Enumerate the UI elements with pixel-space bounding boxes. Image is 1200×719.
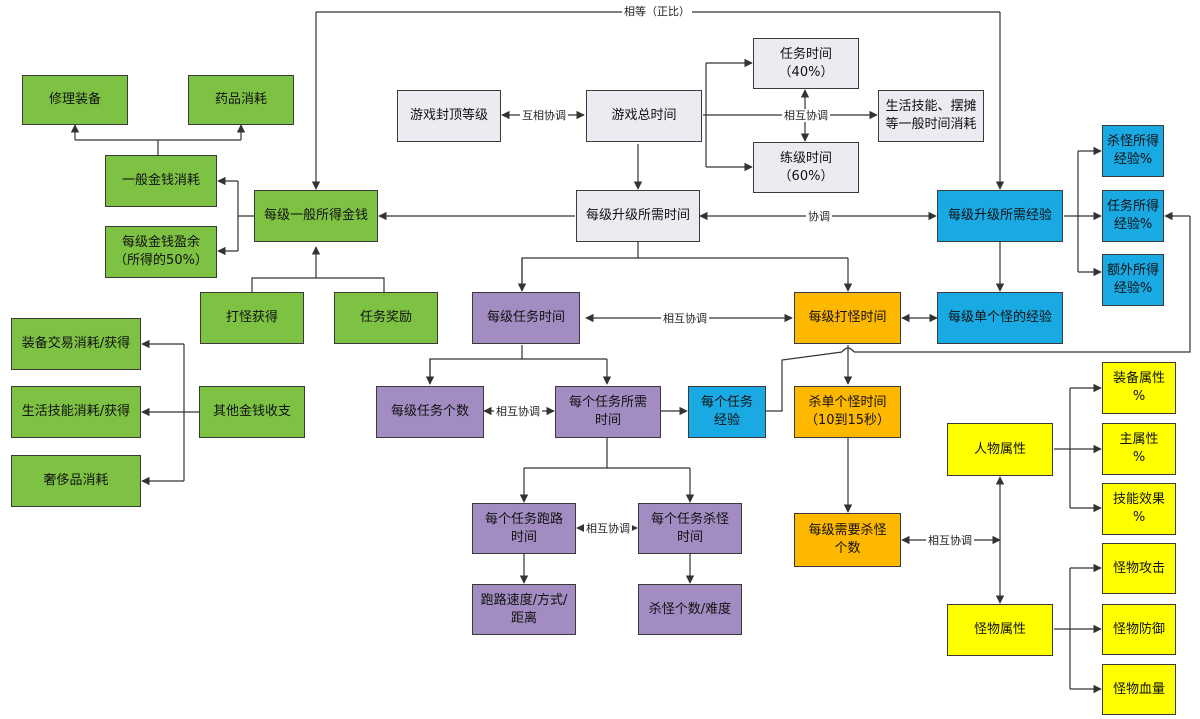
node-level-money: 每级一般所得金钱 [254,190,378,242]
node-level-kill-time: 每级打怪时间 [794,292,901,344]
node-level-cap: 游戏封顶等级 [397,90,501,142]
node-per-quest-time: 每个任务所需 时间 [555,386,661,438]
node-equip-trade: 装备交易消耗/获得 [11,318,141,370]
node-other-money: 其他金钱收支 [199,386,305,438]
node-level-up-exp: 每级升级所需经验 [937,190,1063,242]
node-luxury: 奢侈品消耗 [11,455,141,507]
label-mutual-time: 相互协调 [782,109,830,122]
label-mutual-levels: 相互协调 [661,312,709,325]
node-kill-gain: 打怪获得 [200,292,304,344]
node-equip-attr: 装备属性 % [1102,362,1176,414]
node-level-quest-time: 每级任务时间 [472,292,580,344]
node-quest-count: 每级任务个数 [376,386,484,438]
node-monster-hp: 怪物血量 [1102,664,1176,715]
node-quest-run-time: 每个任务跑路 时间 [472,503,576,554]
node-char-attr: 人物属性 [947,423,1053,476]
node-repair-equipment: 修理装备 [22,75,128,125]
node-single-monster-exp: 每级单个怪的经验 [937,292,1063,344]
node-single-kill-time: 杀单个怪时间 （10到15秒） [794,386,901,438]
node-exp-kill: 杀怪所得 经验% [1102,125,1164,177]
node-quest-kill-time: 每个任务杀怪 时间 [638,503,742,554]
node-life-skill-money: 生活技能消耗/获得 [11,386,141,438]
label-mutual-quest: 相互协调 [494,405,542,418]
node-monster-defense: 怪物防御 [1102,604,1176,655]
label-coord: 协调 [806,210,832,223]
label-equal: 相等（正比） [622,5,692,18]
node-exp-extra: 额外所得 经验% [1102,254,1164,306]
node-quest-time: 任务时间 （40%） [753,38,859,89]
label-mutual-run: 相互协调 [584,522,632,535]
node-quest-reward: 任务奖励 [334,292,438,344]
node-per-quest-exp: 每个任务 经验 [688,386,766,438]
node-general-spend: 一般金钱消耗 [105,155,217,207]
node-monster-attack: 怪物攻击 [1102,543,1176,594]
node-total-time: 游戏总时间 [586,90,702,142]
node-run-speed: 跑路速度/方式/ 距离 [472,584,576,635]
node-life-misc-time: 生活技能、摆摊 等一般时间消耗 [878,90,984,142]
node-level-up-time: 每级升级所需时间 [576,190,700,242]
node-potion-cost: 药品消耗 [188,75,294,125]
label-mutual-cap: 互相协调 [520,109,568,122]
label-mutual-monster: 相互协调 [926,534,974,547]
node-main-attr: 主属性 % [1102,423,1176,475]
node-monster-attr: 怪物属性 [947,604,1053,656]
node-kills-needed: 每级需要杀怪 个数 [794,513,901,567]
node-kill-count-difficulty: 杀怪个数/难度 [638,584,742,635]
node-exp-quest: 任务所得 经验% [1102,190,1164,242]
node-money-surplus: 每级金钱盈余 （所得的50%） [105,226,217,278]
node-grind-time: 练级时间 （60%） [753,142,859,193]
node-skill-effect: 技能效果 % [1102,483,1176,535]
